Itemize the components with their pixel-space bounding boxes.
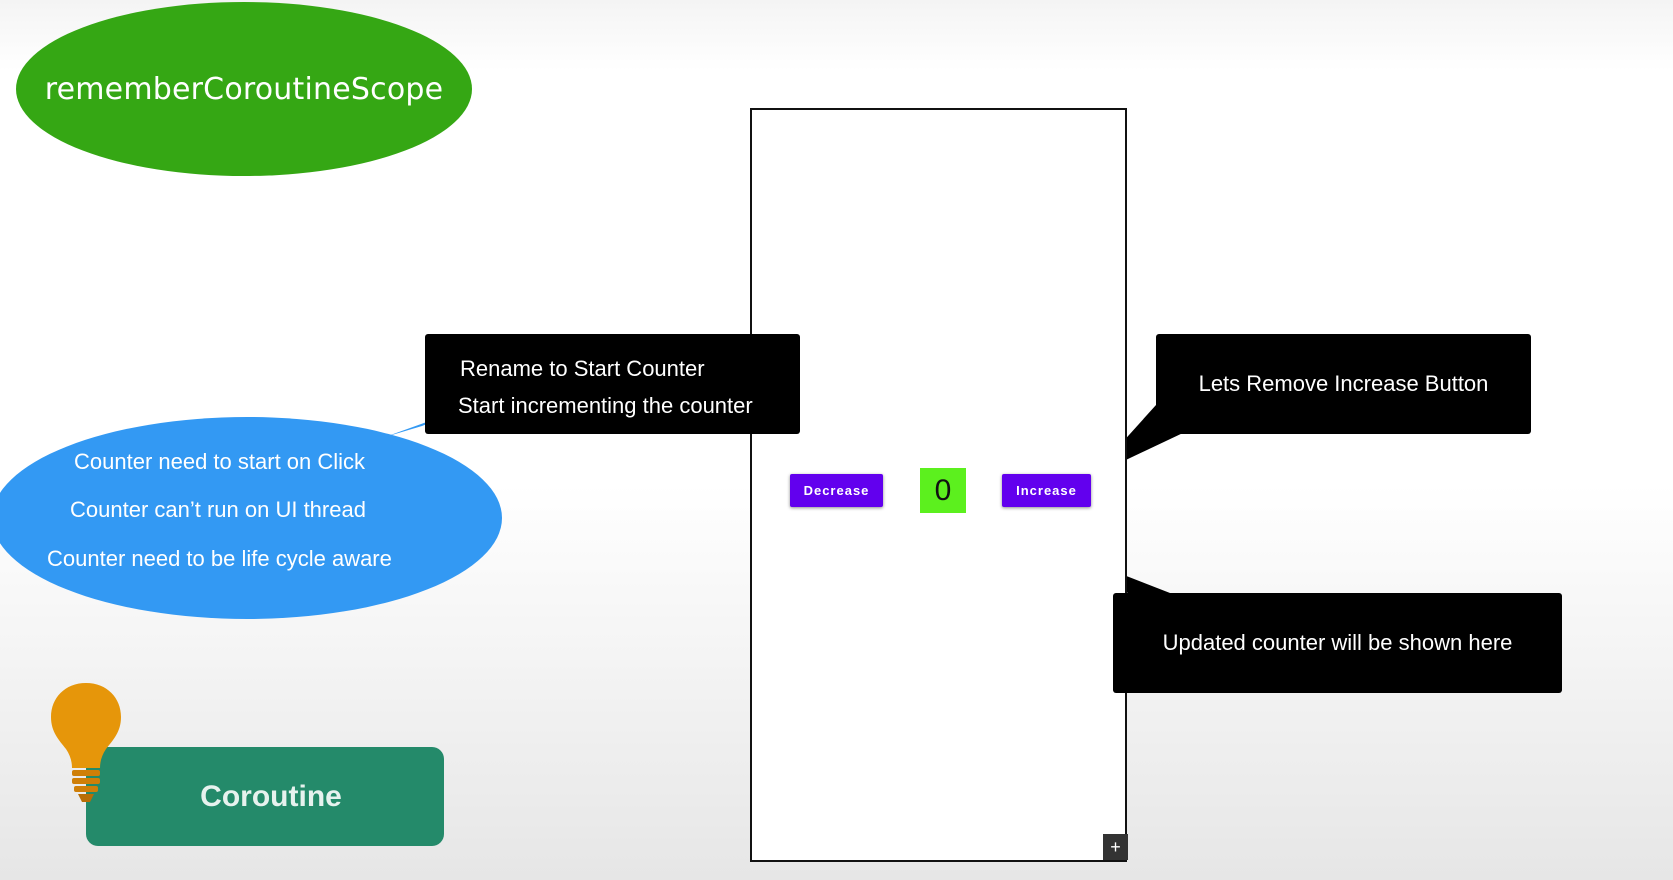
decrease-button[interactable]: Decrease xyxy=(790,474,883,507)
updated-counter-text: Updated counter will be shown here xyxy=(1162,630,1513,655)
coroutine-badge: Coroutine xyxy=(86,747,444,846)
scope-title-ellipse: rememberCoroutineScope xyxy=(16,2,472,176)
rename-callout: Rename to Start Counter Start incrementi… xyxy=(425,334,800,434)
add-button[interactable]: + xyxy=(1103,834,1128,860)
remove-increase-text: Lets Remove Increase Button xyxy=(1198,371,1489,396)
requirements-bubble: Counter need to start on Click Counter c… xyxy=(0,417,502,619)
requirement-line-2: Counter can’t run on UI thread xyxy=(70,497,366,522)
increase-button[interactable]: Increase xyxy=(1002,474,1091,507)
requirement-line-1: Counter need to start on Click xyxy=(74,449,366,474)
updated-counter-callout: Updated counter will be shown here xyxy=(1113,593,1562,693)
lightbulb-icon xyxy=(51,683,121,802)
scope-title: rememberCoroutineScope xyxy=(44,71,444,107)
rename-callout-line2: Start incrementing the counter xyxy=(458,393,753,418)
rename-callout-line1: Rename to Start Counter xyxy=(460,356,705,381)
remove-increase-callout: Lets Remove Increase Button xyxy=(1156,334,1531,434)
counter-display: 0 xyxy=(920,468,966,513)
requirement-line-3: Counter need to be life cycle aware xyxy=(47,546,392,571)
plus-icon: + xyxy=(1110,836,1121,857)
coroutine-label: Coroutine xyxy=(200,779,342,813)
